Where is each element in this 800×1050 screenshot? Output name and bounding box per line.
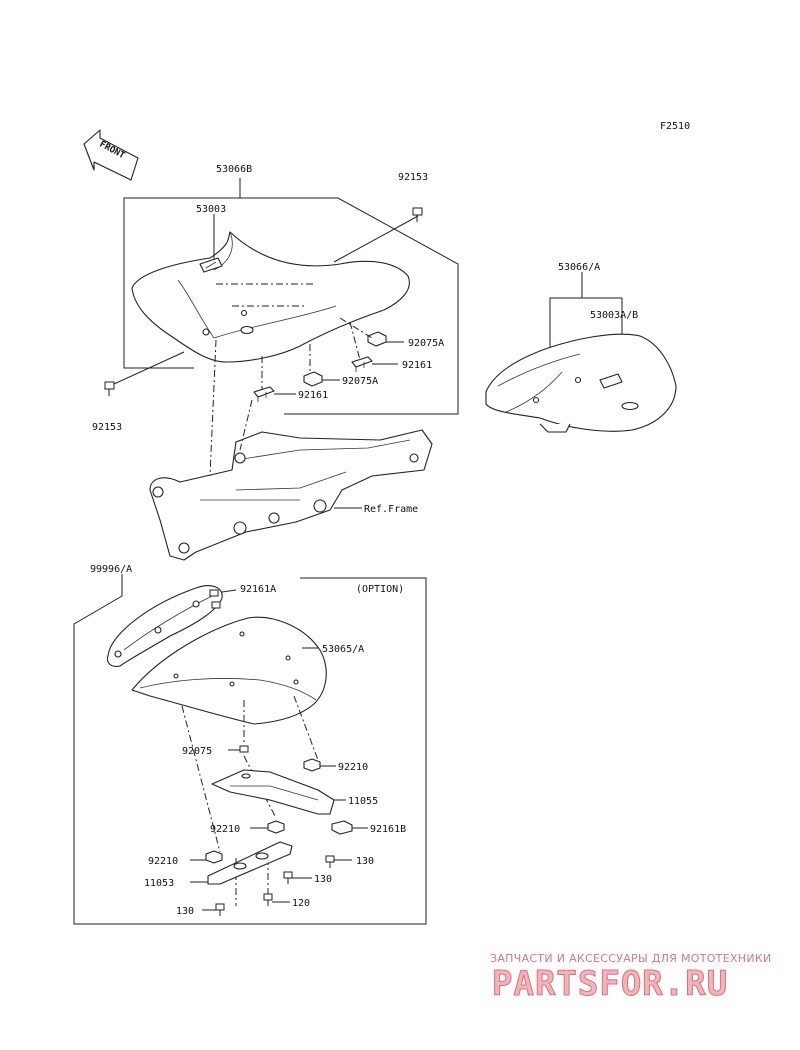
callout-53065A: 53065/A [322,644,364,655]
callout-92075: 92075 [182,746,212,757]
nut-92210-2 [250,820,285,834]
callout-53003AB: 53003A/B [590,310,638,321]
callout-92161-1: 92161 [402,360,432,371]
callout-120: 120 [292,898,310,909]
callout-92075A-2: 92075A [342,376,378,387]
callout-130-3: 130 [176,906,194,917]
callout-92161B: 92161B [370,824,406,835]
watermark-logo: PARTSFOR.RU [491,964,729,1005]
callout-92153-top: 92153 [398,172,428,183]
reference-frame [149,339,433,561]
callout-92153-left: 92153 [92,422,122,433]
stopper-92075A-2 [303,344,323,387]
stopper-92075 [228,745,249,753]
seat-cover-group [485,272,677,433]
bolt-120 [263,893,290,906]
callout-53066A: 53066/A [558,262,600,273]
nut-92210-3 [190,850,223,864]
front-arrow-icon: FRONT [83,129,139,181]
bracket-11053 [207,841,293,885]
nut-92210-1 [303,758,336,772]
seat-assembly-group [104,178,459,415]
passenger-seat-cover [485,333,677,432]
callout-92210-3: 92210 [148,856,178,867]
callout-130-1: 130 [356,856,374,867]
callout-92161-2: 92161 [298,390,328,401]
callout-11053: 11053 [144,878,174,889]
pad-92161B [331,820,368,835]
bolt-130-1 [325,855,352,868]
bolt-92153-top [412,207,423,222]
watermark-tagline: ЗАПЧАСТИ И АКСЕССУАРЫ ДЛЯ МОТОТЕХНИКИ [490,952,772,965]
stopper-92075A-1 [339,317,387,347]
callout-92210-1: 92210 [338,762,368,773]
callout-11055: 11055 [348,796,378,807]
solo-seat-cowl [131,616,327,725]
option-label: (OPTION) [356,584,404,595]
bolt-130-2 [283,871,312,884]
ref-frame-label: Ref.Frame [364,504,418,515]
bolt-130-3 [202,903,225,916]
option-kit-group [73,574,427,925]
clip-92161-2 [253,356,275,402]
callout-53066B: 53066B [216,164,252,175]
clip-92161-1 [349,321,373,372]
callout-130-2: 130 [314,874,332,885]
bracket-11055 [211,769,335,815]
bolt-92153-left [104,351,185,396]
figure-code: F2510 [660,121,690,132]
callout-53003: 53003 [196,204,226,215]
callout-92161A: 92161A [240,584,276,595]
callout-92075A-1: 92075A [408,338,444,349]
callout-99996A: 99996/A [90,564,132,575]
callout-92210-2: 92210 [210,824,240,835]
